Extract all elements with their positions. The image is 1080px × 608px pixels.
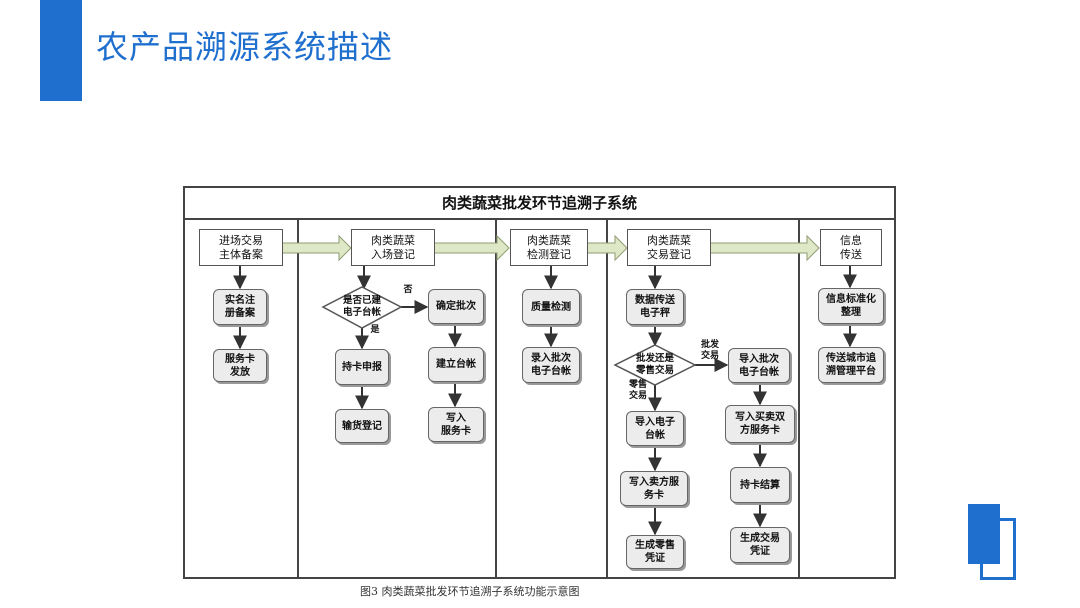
phase-box: 信息 传送 <box>820 229 882 266</box>
process-step: 信息标准化 整理 <box>818 288 884 324</box>
process-step: 写入买卖双 方服务卡 <box>725 405 795 443</box>
column-divider <box>798 220 800 579</box>
process-step: 服务卡 发放 <box>213 349 267 382</box>
decision-label: 批发还是 零售交易 <box>635 353 674 376</box>
edge-label-yes: 是 <box>370 325 380 335</box>
process-step: 写入 服务卡 <box>428 407 484 442</box>
phase-box: 进场交易 主体备案 <box>199 229 283 266</box>
process-step: 生成交易 凭证 <box>730 527 790 563</box>
process-step: 建立台帐 <box>428 347 484 382</box>
process-step: 质量检测 <box>522 289 580 325</box>
process-step: 数据传送 电子秤 <box>626 289 684 325</box>
column-divider <box>297 220 299 579</box>
edge-label-retail: 零售 交易 <box>628 380 647 401</box>
decorative-square-outline <box>980 518 1016 580</box>
decision-label: 是否已建 电子台帐 <box>342 295 381 318</box>
phase-box: 肉类蔬菜 入场登记 <box>351 229 435 266</box>
process-step: 实名注 册备案 <box>213 289 267 325</box>
process-step: 写入卖方服 务卡 <box>620 471 688 506</box>
process-step: 导入电子 台帐 <box>626 411 684 446</box>
process-step: 持卡申报 <box>335 349 389 385</box>
phase-box: 肉类蔬菜 交易登记 <box>627 229 711 266</box>
title-accent-bar <box>40 0 82 101</box>
edge-label-wholesale: 批发 交易 <box>700 340 719 361</box>
process-step: 生成零售 凭证 <box>626 535 684 569</box>
process-step: 输货登记 <box>335 409 389 443</box>
column-divider <box>495 220 497 579</box>
process-step: 传送城市追 溯管理平台 <box>818 347 884 383</box>
diagram-header: 肉类蔬菜批发环节追溯子系统 <box>185 188 894 220</box>
edge-label-no: 否 <box>403 285 413 295</box>
page-title: 农产品溯源系统描述 <box>96 28 394 66</box>
column-divider <box>606 220 608 579</box>
process-step: 导入批次 电子台帐 <box>728 348 790 383</box>
phase-box: 肉类蔬菜 检测登记 <box>510 229 588 266</box>
process-step: 确定批次 <box>428 289 484 324</box>
process-step: 持卡结算 <box>730 467 790 503</box>
figure-caption: 图3 肉类蔬菜批发环节追溯子系统功能示意图 <box>360 585 580 598</box>
process-step: 录入批次 电子台帐 <box>522 347 580 383</box>
decorative-square <box>968 504 1000 564</box>
